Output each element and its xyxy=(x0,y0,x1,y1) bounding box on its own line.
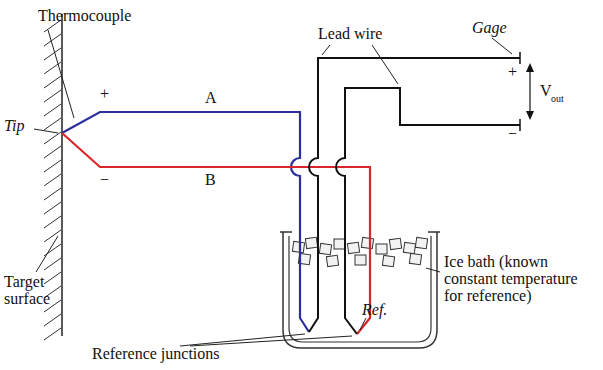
target-wall xyxy=(61,14,63,336)
wire-label: A xyxy=(205,90,217,107)
part-label: Reference junctions xyxy=(92,346,220,363)
part-label: Thermocouple xyxy=(38,8,131,25)
polarity-sign: + xyxy=(100,86,109,103)
wire-b xyxy=(62,133,370,334)
wire-a xyxy=(62,112,309,332)
part-label: Ice bath (known constant temperature for… xyxy=(444,254,584,304)
part-label: Lead wire xyxy=(318,26,382,43)
signal-name: V xyxy=(540,83,552,100)
polarity-sign: − xyxy=(100,172,109,189)
leader-lines xyxy=(34,30,512,346)
signal-subscript: out xyxy=(551,94,564,105)
part-label: Target surface xyxy=(4,274,70,308)
wire-label: B xyxy=(205,172,216,189)
part-label: Ref. xyxy=(362,302,387,319)
polarity-sign: + xyxy=(508,64,517,81)
ice-cubes xyxy=(292,237,427,267)
part-label: Gage xyxy=(472,20,507,37)
polarity-sign: − xyxy=(508,126,517,143)
bath-inner xyxy=(289,236,431,342)
vout-arrow xyxy=(529,66,530,117)
part-label: Tip xyxy=(4,118,24,135)
